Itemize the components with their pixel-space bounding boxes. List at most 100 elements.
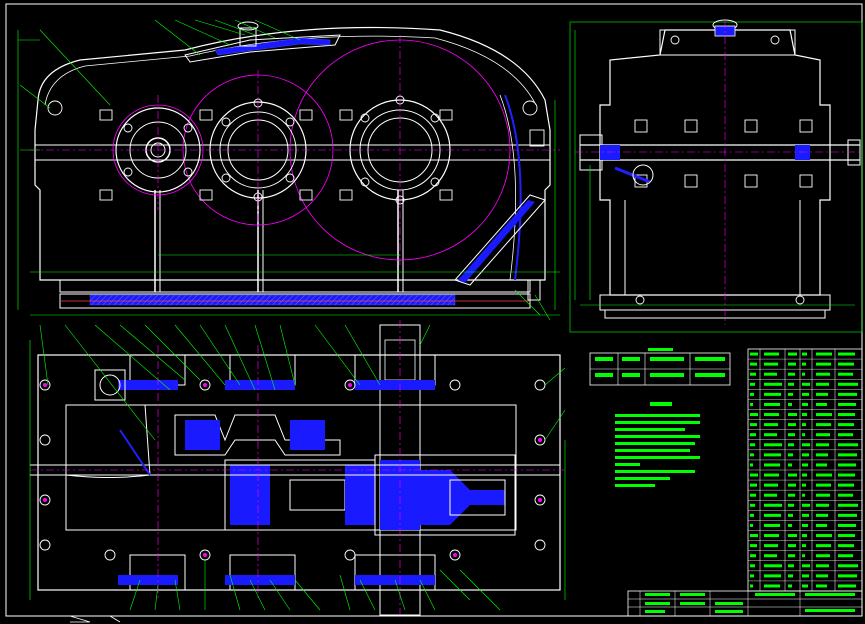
bom-cell-text: [750, 362, 757, 366]
bom-cell-text: [816, 362, 831, 366]
bom-cell-text: [802, 352, 807, 356]
bom-cell-text: [816, 473, 832, 477]
bom-cell-text: [802, 433, 805, 437]
bom-cell-text: [816, 413, 832, 417]
bom-cell-text: [750, 503, 755, 507]
bom-cell-text: [802, 483, 806, 487]
bom-cell-text: [838, 402, 856, 406]
bom-cell-text: [838, 433, 853, 437]
bom-cell-text: [788, 453, 793, 457]
bom-cell-text: [802, 392, 809, 396]
bom-cell-text: [764, 463, 780, 467]
bom-cell-text: [750, 392, 754, 396]
bom-cell-text: [802, 362, 806, 366]
intermediate-gear-section: [224, 459, 376, 531]
bom-cell-text: [802, 544, 806, 548]
bom-cell-text: [764, 433, 777, 437]
bom-cell-text: [750, 564, 755, 568]
bom-cell-text: [764, 534, 779, 538]
bom-cell-text: [816, 453, 828, 457]
bom-cell-text: [764, 564, 782, 568]
bom-cell-text: [838, 544, 854, 548]
bom-cell-text: [764, 443, 782, 447]
inspection-cover: [184, 21, 341, 63]
bom-cell-text: [750, 493, 756, 497]
bom-cell-text: [838, 443, 858, 447]
bom-cell-text: [750, 513, 754, 517]
bom-cell-text: [750, 413, 758, 417]
bom-cell-text: [788, 463, 792, 467]
front-view: [17, 19, 560, 321]
bom-cell-text: [750, 584, 753, 588]
bom-cell-text: [838, 513, 857, 517]
bom-cell-text: [788, 564, 794, 568]
bom-cell-text: [750, 382, 755, 386]
bom-cell-text: [838, 372, 853, 376]
bom-cell-text: [802, 443, 810, 447]
bom-cell-text: [816, 564, 829, 568]
side-view: [569, 19, 863, 333]
bom-cell-text: [750, 402, 753, 406]
front-casing-outline: [34, 26, 551, 281]
bom-cell-text: [788, 574, 793, 578]
bom-cell-text: [764, 503, 782, 507]
bom-cell-text: [838, 362, 854, 366]
bom-cell-text: [802, 463, 808, 467]
bom-table: [747, 348, 863, 592]
bom-cell-text: [816, 352, 832, 356]
title-block: [627, 590, 863, 617]
bom-cell-text: [788, 372, 795, 376]
bom-cell-text: [788, 423, 796, 427]
bom-cell-text: [788, 433, 795, 437]
bom-cell-text: [764, 402, 780, 406]
bom-cell-text: [816, 574, 828, 578]
bom-cell-text: [802, 423, 806, 427]
bom-cell-text: [750, 483, 757, 487]
bom-cell-text: [816, 433, 830, 437]
top-section-view: [29, 320, 566, 616]
bom-cell-text: [764, 513, 781, 517]
bom-cell-text: [764, 584, 780, 588]
bom-cell-text: [750, 534, 758, 538]
bom-cell-text: [838, 554, 853, 558]
bom-cell-text: [788, 362, 796, 366]
bom-cell-text: [764, 493, 777, 497]
bom-cell-text: [802, 503, 810, 507]
bom-cell-text: [838, 483, 854, 487]
bom-cell-text: [788, 392, 793, 396]
bom-cell-text: [838, 564, 858, 568]
bom-cell-text: [838, 584, 856, 588]
bom-cell-text: [816, 483, 831, 487]
bom-cell-text: [764, 523, 780, 527]
bom-cell-text: [838, 523, 856, 527]
pinion-gear-section: [174, 414, 341, 456]
bom-cell-text: [750, 443, 755, 447]
bom-cell-text: [764, 544, 778, 548]
bom-cell-text: [764, 413, 779, 417]
bom-cell-text: [838, 413, 855, 417]
bom-cell-text: [750, 554, 756, 558]
bom-cell-text: [788, 493, 795, 497]
bom-cell-text: [764, 554, 777, 558]
bom-cell-text: [788, 413, 797, 417]
bom-cell-text: [816, 513, 828, 517]
bom-cell-text: [816, 463, 827, 467]
bom-cell-text: [816, 554, 830, 558]
bom-cell-text: [802, 453, 809, 457]
bom-cell-text: [750, 473, 758, 477]
bom-cell-text: [764, 382, 782, 386]
bom-cell-text: [816, 584, 827, 588]
bom-cell-text: [764, 574, 781, 578]
bom-cell-text: [802, 574, 809, 578]
bom-cell-text: [838, 493, 853, 497]
bom-cell-text: [750, 372, 756, 376]
bom-cell-text: [802, 523, 808, 527]
bom-cell-text: [788, 473, 797, 477]
bom-cell-text: [788, 483, 796, 487]
bom-cell-text: [838, 382, 858, 386]
bom-cell-text: [816, 392, 828, 396]
bom-cell-text: [838, 503, 858, 507]
bom-cell-text: [838, 352, 855, 356]
bom-cell-text: [802, 584, 808, 588]
